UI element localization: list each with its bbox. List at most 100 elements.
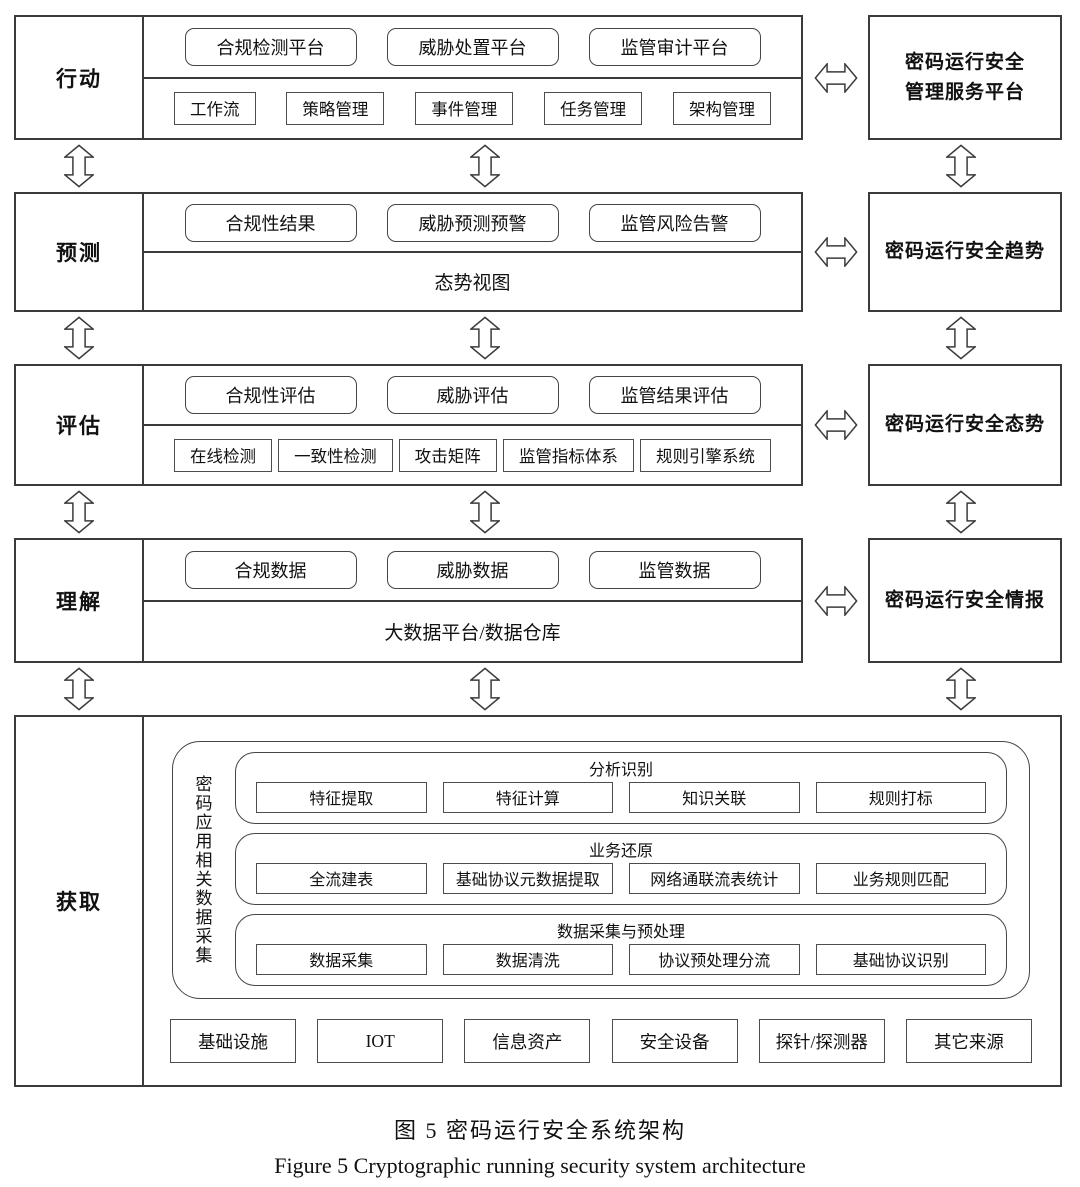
stage-label-understand: 理解 (16, 540, 144, 661)
horizontal-double-arrow-icon (803, 364, 868, 486)
vertical-double-arrow-icon (470, 667, 500, 711)
right-box-line: 密码运行安全 (904, 52, 1025, 74)
platform-box: 监管审计平台 (588, 27, 761, 66)
group-title: 业务还原 (588, 843, 653, 860)
source-box: IOT (317, 1019, 444, 1063)
vertical-double-arrow-icon (64, 144, 94, 188)
module-box: 监管指标体系 (502, 438, 634, 472)
row-evaluate-main: 评估 合规性评估 威胁评估 监管结果评估 在线检测 一致性检测 攻击矩阵 监管指… (14, 364, 803, 486)
right-box-line: 密码运行安全态势 (884, 414, 1045, 436)
right-box-management-service-platform: 密码运行安全 管理服务平台 (868, 15, 1062, 140)
stage-label-predict: 预测 (16, 194, 144, 310)
arrow-gap-row (14, 140, 1066, 192)
source-box: 基础设施 (170, 1019, 296, 1063)
module-box: 攻击矩阵 (398, 438, 497, 472)
platform-box: 威胁处置平台 (386, 27, 559, 66)
source-box: 其它来源 (905, 1019, 1032, 1063)
collection-groups: 分析识别 特征提取 特征计算 知识关联 规则打标 业务还原 (231, 742, 1029, 998)
row-action: 行动 合规检测平台 威胁处置平台 监管审计平台 工作流 策略管理 事件管理 任务… (14, 15, 1066, 140)
group-boxes: 全流建表 基础协议元数据提取 网络通联流表统计 业务规则匹配 (252, 861, 990, 895)
data-sources-row: 基础设施 IOT 信息资产 安全设备 探针/探测器 其它来源 (170, 1019, 1032, 1063)
group-boxes: 特征提取 特征计算 知识关联 规则打标 (252, 780, 990, 814)
arrow-gap-row (14, 312, 1066, 364)
crypto-data-collection-container: 密码应用相关数据采集 分析识别 特征提取 特征计算 知识关联 规则打标 (172, 741, 1030, 999)
group-title: 分析识别 (588, 762, 653, 779)
arrow-gap-row (14, 663, 1066, 715)
row-predict-panel: 合规性结果 威胁预测预警 监管风险告警 态势视图 (144, 194, 801, 310)
group-boxes: 数据采集 数据清洗 协议预处理分流 基础协议识别 (252, 942, 990, 976)
module-box: 工作流 (174, 91, 256, 125)
module-box: 网络通联流表统计 (629, 862, 800, 894)
module-box: 知识关联 (629, 781, 800, 813)
vertical-double-arrow-icon (946, 144, 976, 188)
group-title: 数据采集与预处理 (556, 924, 685, 941)
right-box-line: 密码运行安全情报 (884, 589, 1045, 611)
vertical-double-arrow-icon (470, 316, 500, 360)
module-box: 基础协议元数据提取 (442, 862, 613, 894)
module-box: 全流建表 (256, 862, 427, 894)
platform-box: 合规检测平台 (184, 27, 357, 66)
figure-caption-zh: 图 5 密码运行安全系统架构 (393, 1118, 686, 1143)
right-box-security-trend: 密码运行安全趋势 (868, 192, 1062, 312)
row-evaluate-platforms: 合规性评估 威胁评估 监管结果评估 (144, 366, 801, 426)
horizontal-double-arrow-icon (803, 15, 868, 140)
module-box: 规则引擎系统 (640, 438, 771, 472)
row-acquire-main: 获取 密码应用相关数据采集 分析识别 特征提取 特征计算 知识关联 (14, 715, 1062, 1087)
platform-box: 监管数据 (588, 550, 761, 589)
module-box: 规则打标 (815, 781, 986, 813)
module-box: 协议预处理分流 (629, 943, 800, 975)
row-predict-main: 预测 合规性结果 威胁预测预警 监管风险告警 态势视图 (14, 192, 803, 312)
group-data-collection-preprocessing: 数据采集与预处理 数据采集 数据清洗 协议预处理分流 基础协议识别 (235, 914, 1007, 986)
row-understand-main: 理解 合规数据 威胁数据 监管数据 大数据平台/数据仓库 (14, 538, 803, 663)
vertical-double-arrow-icon (946, 667, 976, 711)
bigdata-platform-label: 大数据平台/数据仓库 (384, 622, 561, 644)
group-analysis-identification: 分析识别 特征提取 特征计算 知识关联 规则打标 (235, 752, 1007, 824)
module-box: 在线检测 (174, 438, 272, 472)
platform-box: 监管结果评估 (588, 376, 761, 414)
platform-box: 监管风险告警 (588, 203, 761, 242)
row-action-modules: 工作流 策略管理 事件管理 任务管理 架构管理 (144, 79, 801, 139)
row-understand: 理解 合规数据 威胁数据 监管数据 大数据平台/数据仓库 密码运行安全情报 (14, 538, 1066, 663)
row-understand-platforms: 合规数据 威胁数据 监管数据 (144, 540, 801, 602)
platform-box: 威胁评估 (386, 376, 559, 414)
horizontal-double-arrow-icon (803, 192, 868, 312)
platform-box: 合规性评估 (184, 376, 357, 414)
vertical-double-arrow-icon (470, 490, 500, 534)
vertical-double-arrow-icon (470, 144, 500, 188)
module-box: 特征计算 (442, 781, 613, 813)
platform-box: 合规数据 (184, 550, 357, 589)
module-box: 策略管理 (286, 91, 385, 125)
source-box: 信息资产 (464, 1019, 591, 1063)
platform-box: 威胁预测预警 (386, 203, 559, 242)
row-action-main: 行动 合规检测平台 威胁处置平台 监管审计平台 工作流 策略管理 事件管理 任务… (14, 15, 803, 140)
stage-label-evaluate: 评估 (16, 366, 144, 484)
vertical-double-arrow-icon (64, 316, 94, 360)
vertical-collection-label: 密码应用相关数据采集 (192, 775, 212, 965)
row-action-platforms: 合规检测平台 威胁处置平台 监管审计平台 (144, 17, 801, 79)
row-action-panel: 合规检测平台 威胁处置平台 监管审计平台 工作流 策略管理 事件管理 任务管理 … (144, 17, 801, 138)
module-box: 任务管理 (544, 91, 643, 125)
row-evaluate-panel: 合规性评估 威胁评估 监管结果评估 在线检测 一致性检测 攻击矩阵 监管指标体系… (144, 366, 801, 484)
stage-label-action: 行动 (16, 17, 144, 138)
source-box: 探针/探测器 (758, 1019, 885, 1063)
arrow-gap-row (14, 486, 1066, 538)
figure-caption-en: Figure 5 Cryptographic running security … (274, 1153, 806, 1178)
module-box: 基础协议识别 (815, 943, 986, 975)
vertical-double-arrow-icon (64, 490, 94, 534)
row-predict-platforms: 合规性结果 威胁预测预警 监管风险告警 (144, 194, 801, 253)
horizontal-double-arrow-icon (803, 538, 868, 663)
module-box: 一致性检测 (278, 438, 393, 472)
right-box-security-posture: 密码运行安全态势 (868, 364, 1062, 486)
source-box: 安全设备 (611, 1019, 738, 1063)
module-box: 架构管理 (673, 91, 771, 125)
platform-box: 威胁数据 (386, 550, 559, 589)
situation-view-label: 态势视图 (434, 273, 511, 294)
architecture-diagram: 行动 合规检测平台 威胁处置平台 监管审计平台 工作流 策略管理 事件管理 任务… (14, 15, 1066, 1179)
row-understand-panel: 合规数据 威胁数据 监管数据 大数据平台/数据仓库 (144, 540, 801, 661)
right-box-security-intelligence: 密码运行安全情报 (868, 538, 1062, 663)
group-business-restore: 业务还原 全流建表 基础协议元数据提取 网络通联流表统计 业务规则匹配 (235, 833, 1007, 905)
stage-label-acquire: 获取 (16, 717, 144, 1085)
row-predict: 预测 合规性结果 威胁预测预警 监管风险告警 态势视图 密码运行安全趋势 (14, 192, 1066, 312)
vertical-double-arrow-icon (946, 490, 976, 534)
